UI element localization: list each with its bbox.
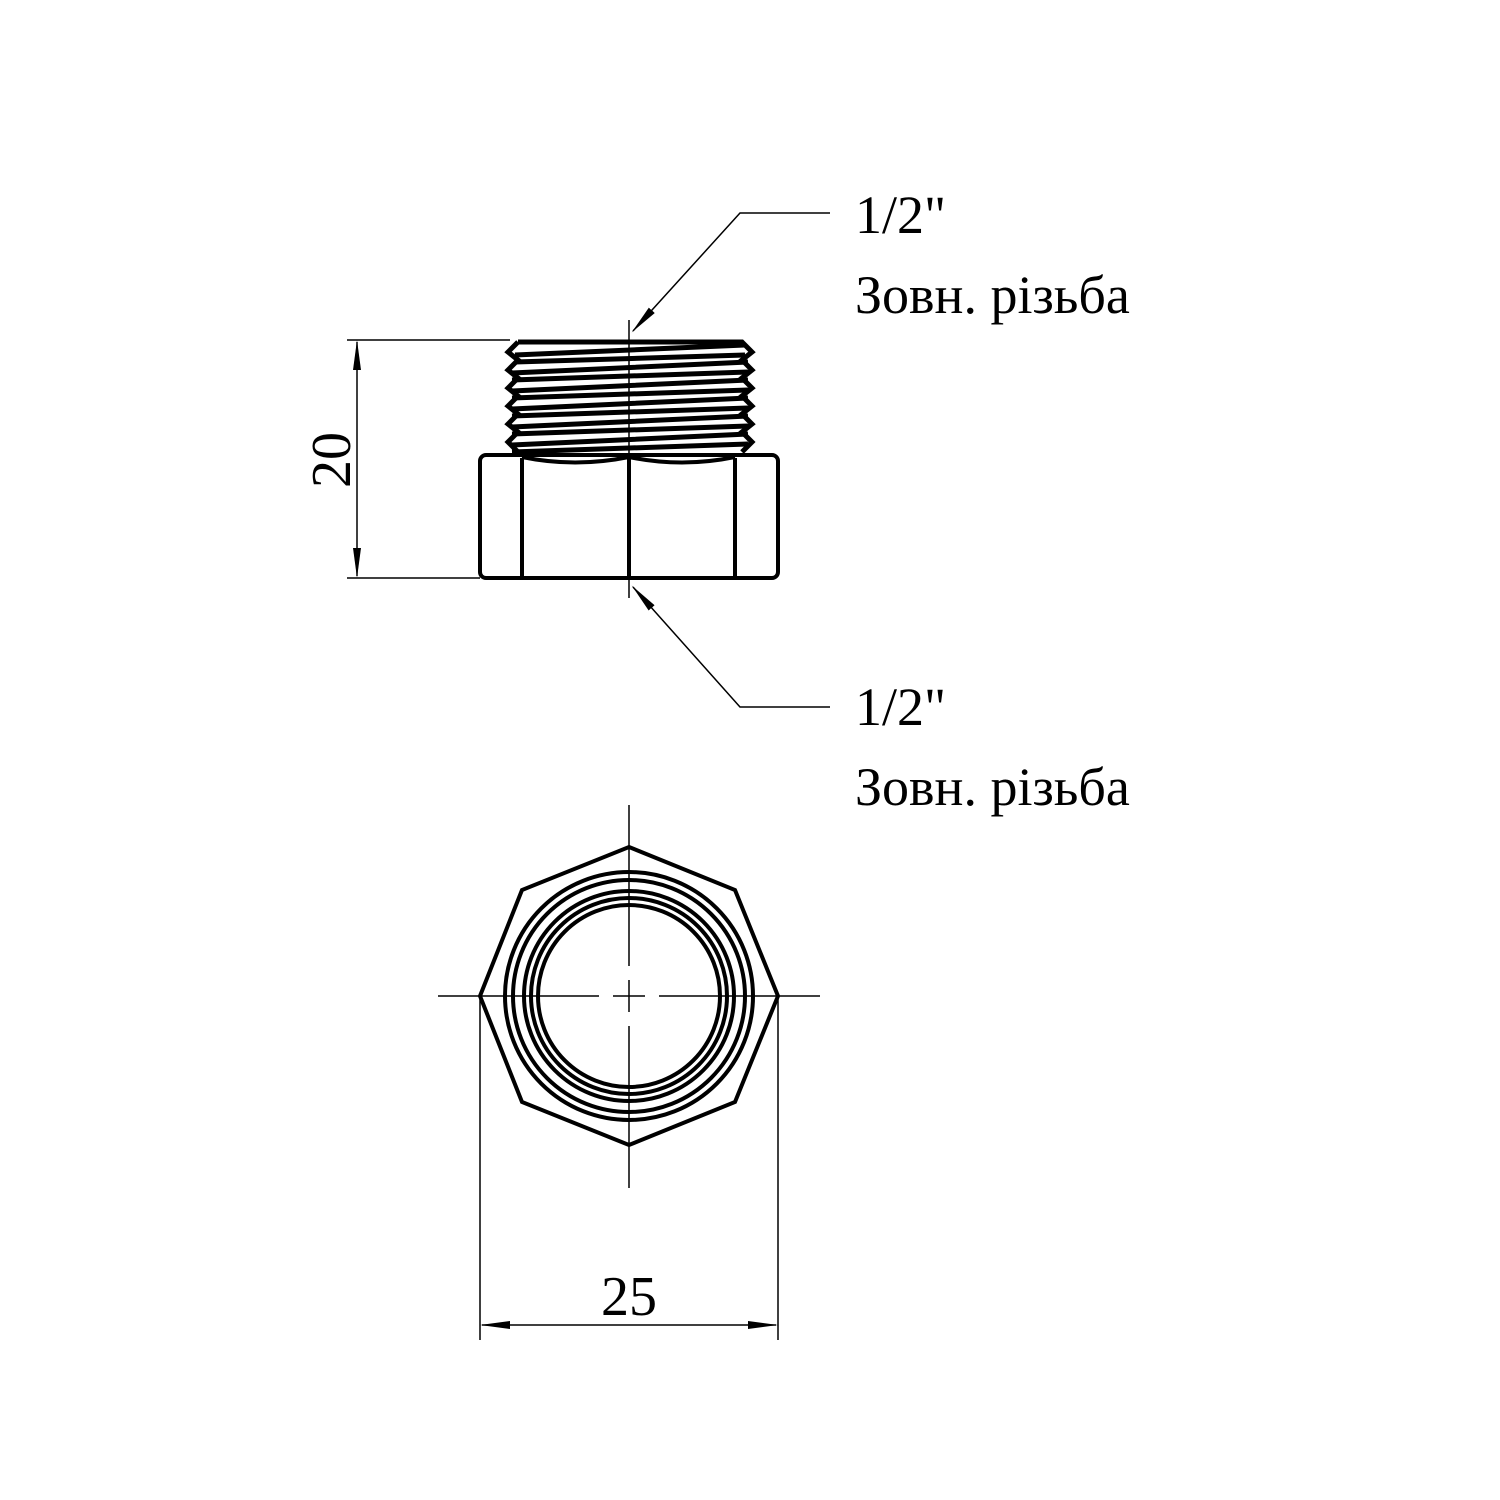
- center-lines: [438, 805, 820, 1188]
- height-dimension-label: 20: [301, 432, 363, 488]
- width-dimension: [479, 998, 779, 1340]
- callout-bottom-type: Зовн. різьба: [855, 757, 1130, 817]
- fitting-end-view: [438, 805, 820, 1188]
- callout-top-type: Зовн. різьба: [855, 265, 1130, 325]
- callout-top-leader: [631, 212, 830, 333]
- callout-bottom-leader: [631, 585, 830, 708]
- width-dimension-label: 25: [601, 1266, 657, 1328]
- fitting-side-view: [478, 320, 780, 598]
- callout-bottom-size: 1/2": [855, 677, 946, 737]
- callout-top-size: 1/2": [855, 185, 946, 245]
- thread: [504, 339, 756, 455]
- height-dimension: [347, 339, 510, 579]
